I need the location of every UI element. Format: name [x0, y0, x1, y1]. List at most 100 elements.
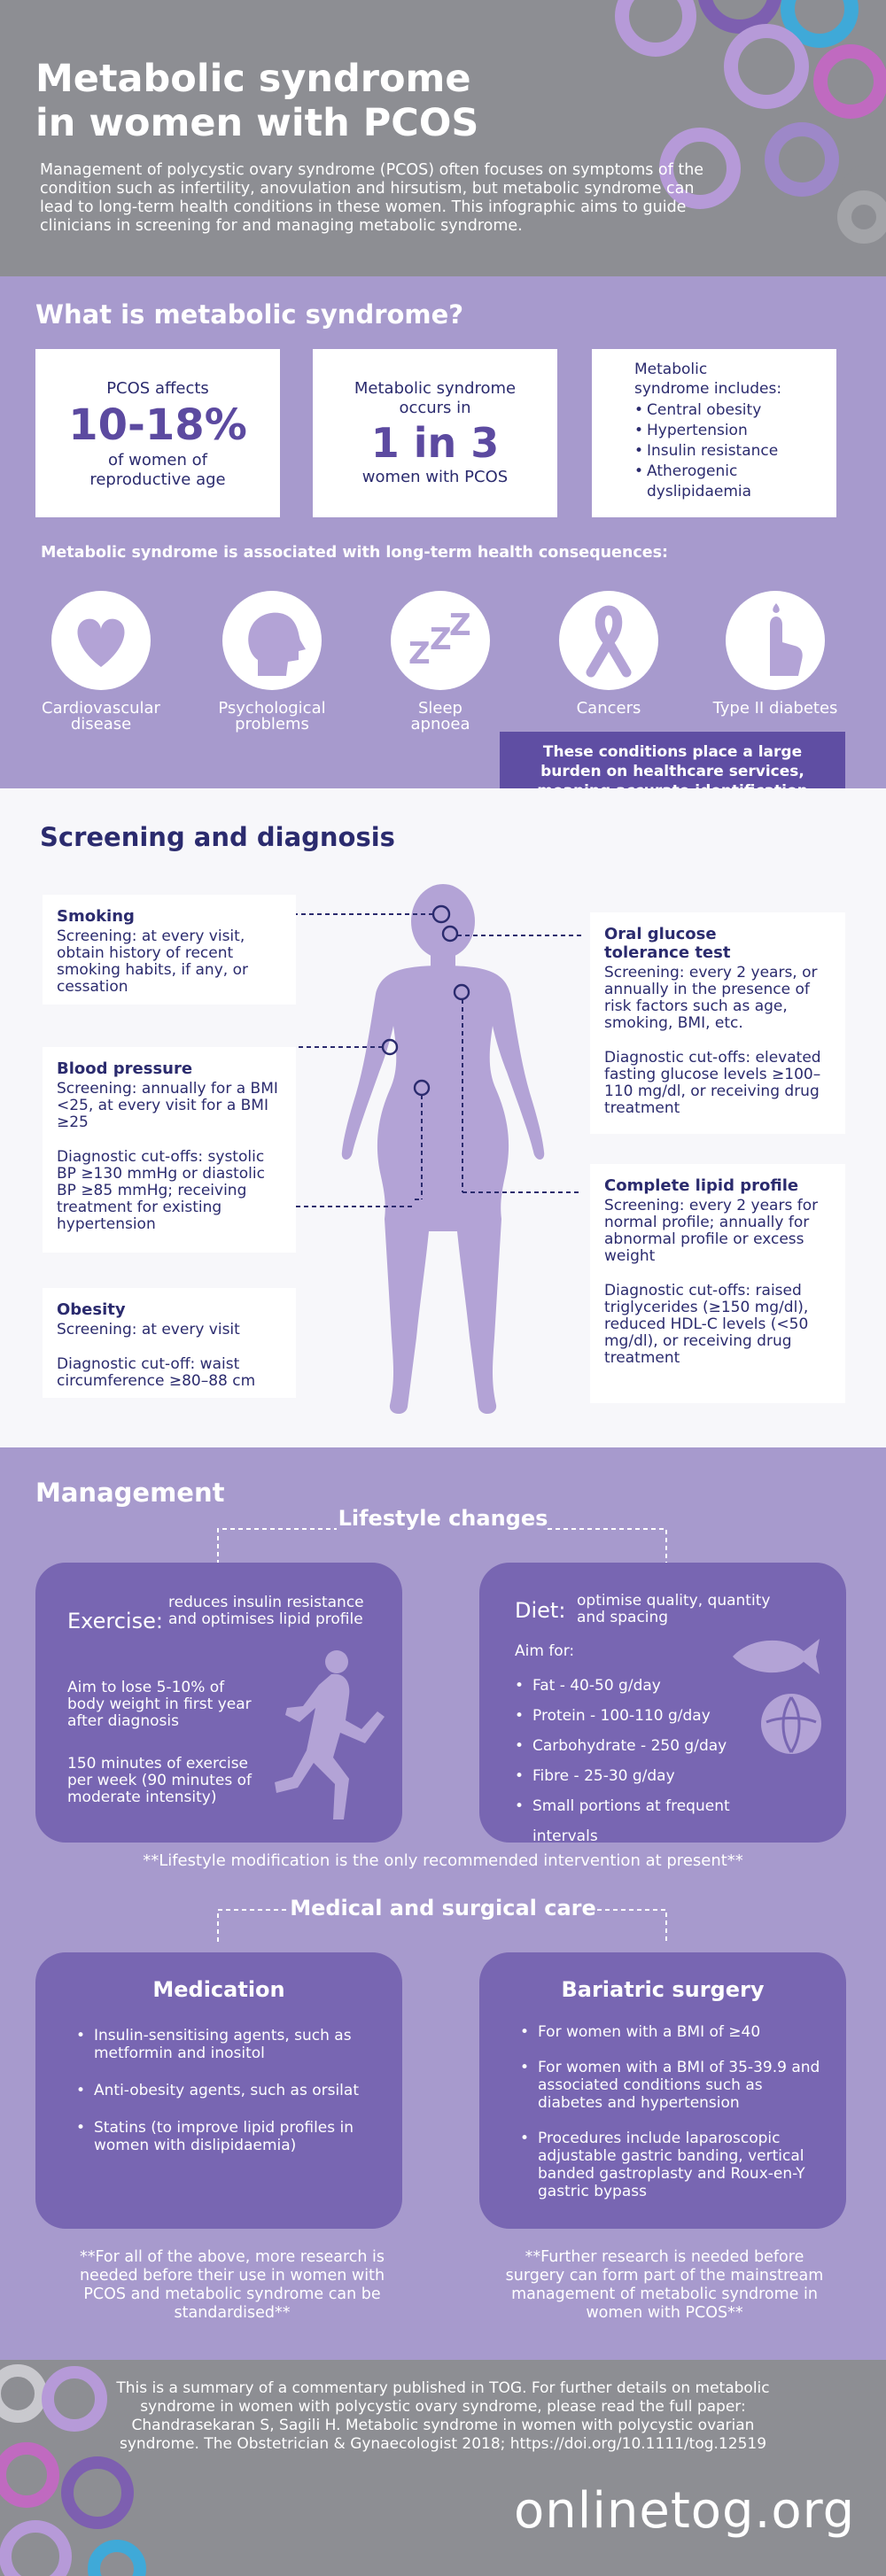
heart-icon [51, 591, 151, 690]
diet-list: Fat - 40-50 g/day Protein - 100-110 g/da… [515, 1671, 798, 1851]
what-heading: What is metabolic syndrome? [35, 299, 464, 330]
screening-section: Screening and diagnosis Smoking Scre [0, 788, 886, 1447]
footer-section: This is a summary of a commentary publis… [0, 2360, 886, 2576]
card-screening: Screening: every 2 years for normal prof… [604, 1197, 819, 1265]
fish-icon [733, 1639, 820, 1674]
svg-text:Z: Z [430, 622, 452, 657]
diet-desc: optimise quality, quantity and spacing [577, 1592, 771, 1626]
medication-list: Insulin-sensitising agents, such as metf… [76, 2027, 377, 2154]
list-item: Statins (to improve lipid profiles in wo… [76, 2119, 377, 2154]
footer-summary: This is a summary of a commentary publis… [116, 2379, 770, 2453]
card-title: Smoking [57, 907, 135, 926]
card-obesity: Obesity Screening: at every visit Diagno… [43, 1288, 296, 1398]
medical-label: Medical and surgical care [290, 1896, 596, 1920]
list-item: Protein - 100-110 g/day [515, 1701, 798, 1731]
card-diagnostic: Diagnostic cut-offs: systolic BP ≥130 mm… [57, 1148, 265, 1233]
list-item: Central obesity [634, 400, 836, 421]
stat-card-includes: Metabolic syndrome includes: Central obe… [592, 349, 836, 517]
stat-card-prevalence: PCOS affects 10-18% of women of reproduc… [35, 349, 280, 517]
ribbon-icon [559, 591, 658, 690]
lifestyle-bracket [217, 1528, 667, 1564]
list-item: Fat - 40-50 g/day [515, 1671, 798, 1701]
exercise-weight-goal: Aim to lose 5-10% of body weight in firs… [67, 1679, 252, 1730]
card-title: Complete lipid profile [604, 1176, 799, 1195]
consequences-intro: Metabolic syndrome is associated with lo… [41, 544, 669, 562]
stat-card-occurrence: Metabolic syndrome occurs in 1 in 3 wome… [313, 349, 557, 517]
exercise-desc: reduces insulin resistance and optimises… [168, 1594, 364, 1628]
components-list: Central obesity Hypertension Insulin res… [634, 400, 836, 502]
lifestyle-label: Lifestyle changes [338, 1506, 548, 1531]
list-item: Procedures include laparoscopic adjustab… [520, 2130, 821, 2200]
screening-heading: Screening and diagnosis [40, 822, 395, 852]
rings-decoration [615, 0, 886, 244]
exercise-title: Exercise: [67, 1609, 163, 1633]
card-screening: Screening: at every visit, obtain histor… [57, 927, 248, 996]
list-item: For women with a BMI of ≥40 [520, 2023, 821, 2041]
runner-icon [275, 1650, 385, 1819]
what-is-section: What is metabolic syndrome? PCOS affects… [0, 276, 886, 839]
card-blood-pressure: Blood pressure Screening: annually for a… [43, 1047, 296, 1253]
list-item: Hypertension [634, 421, 836, 441]
medication-card: Medication Insulin-sensitising agents, s… [35, 1952, 402, 2229]
body-silhouette-diagram [296, 884, 581, 1415]
rings-decoration [0, 2364, 146, 2576]
card-diagnostic: Diagnostic cut-offs: elevated fasting gl… [604, 1049, 821, 1117]
stat-card-top: Metabolic syndrome occurs in [354, 379, 517, 417]
stat-card-top: Metabolic syndrome includes: [634, 361, 782, 398]
bariatric-list: For women with a BMI of ≥40 For women wi… [520, 2023, 821, 2200]
svg-text:Z: Z [408, 636, 431, 671]
list-item: Atherogenic dyslipidaemia [634, 462, 785, 502]
body-silhouette-icon [341, 884, 545, 1415]
consequence-cancers: Cancers [529, 591, 688, 717]
management-section: Management Lifestyle changes Exercise: r… [0, 1447, 886, 2360]
card-smoking: Smoking Screening: at every visit, obtai… [43, 895, 296, 1005]
card-diagnostic: Diagnostic cut-off: waist circumference … [57, 1355, 256, 1390]
bariatric-card: Bariatric surgery For women with a BMI o… [479, 1952, 846, 2229]
bariatric-title: Bariatric surgery [561, 1977, 765, 2002]
bariatric-note: **Further research is needed before surg… [505, 2248, 824, 2322]
card-screening: Screening: annually for a BMI <25, at ev… [57, 1080, 278, 1131]
svg-text:Z: Z [449, 608, 471, 643]
card-screening: Screening: at every visit [57, 1321, 240, 1338]
list-item: Insulin-sensitising agents, such as metf… [76, 2027, 377, 2062]
card-diagnostic: Diagnostic cut-offs: raised triglyceride… [604, 1282, 809, 1367]
stat-card-bottom: women with PCOS [361, 468, 509, 486]
stat-card-bottom: of women of reproductive age [89, 451, 226, 489]
list-item: Anti-obesity agents, such as orsilat [76, 2082, 377, 2099]
medical-bracket [217, 1909, 667, 1942]
finger-prick-icon [726, 591, 825, 690]
medication-title: Medication [152, 1977, 285, 2002]
card-title: Obesity [57, 1300, 126, 1319]
exercise-card: Exercise: reduces insulin resistance and… [35, 1563, 402, 1843]
card-title: Oral glucose tolerance test [604, 925, 731, 962]
intro-text: Management of polycystic ovary syndrome … [40, 161, 704, 235]
list-item: For women with a BMI of 35-39.9 and asso… [520, 2059, 821, 2112]
cabbage-icon [761, 1694, 821, 1754]
stat-card-value: 10-18% [68, 400, 247, 450]
card-screening: Screening: every 2 years, or annually in… [604, 964, 818, 1032]
exercise-minutes: 150 minutes of exercise per week (90 min… [67, 1755, 252, 1806]
stat-card-top: PCOS affects [106, 379, 209, 398]
management-heading: Management [35, 1478, 225, 1508]
consequence-type-2-diabetes: Type II diabetes [696, 591, 855, 717]
diet-aim: Aim for: [515, 1642, 575, 1660]
stat-card-value: 1 in 3 [370, 419, 500, 467]
diet-title: Diet: [515, 1598, 566, 1623]
card-title: Blood pressure [57, 1059, 193, 1078]
head-icon [222, 591, 322, 690]
list-item: Insulin resistance [634, 441, 836, 462]
medication-note: **For all of the above, more research is… [79, 2248, 385, 2322]
card-oral-glucose: Oral glucose tolerance test Screening: e… [590, 912, 845, 1134]
list-item: Fibre - 25-30 g/day [515, 1761, 798, 1791]
lifestyle-note: **Lifestyle modification is the only rec… [143, 1851, 743, 1870]
site-link[interactable]: onlinetog.org [514, 2482, 856, 2540]
card-lipid-profile: Complete lipid profile Screening: every … [590, 1164, 845, 1403]
list-item: Small portions at frequent intervals [515, 1791, 798, 1851]
list-item: Carbohydrate - 250 g/day [515, 1731, 798, 1761]
